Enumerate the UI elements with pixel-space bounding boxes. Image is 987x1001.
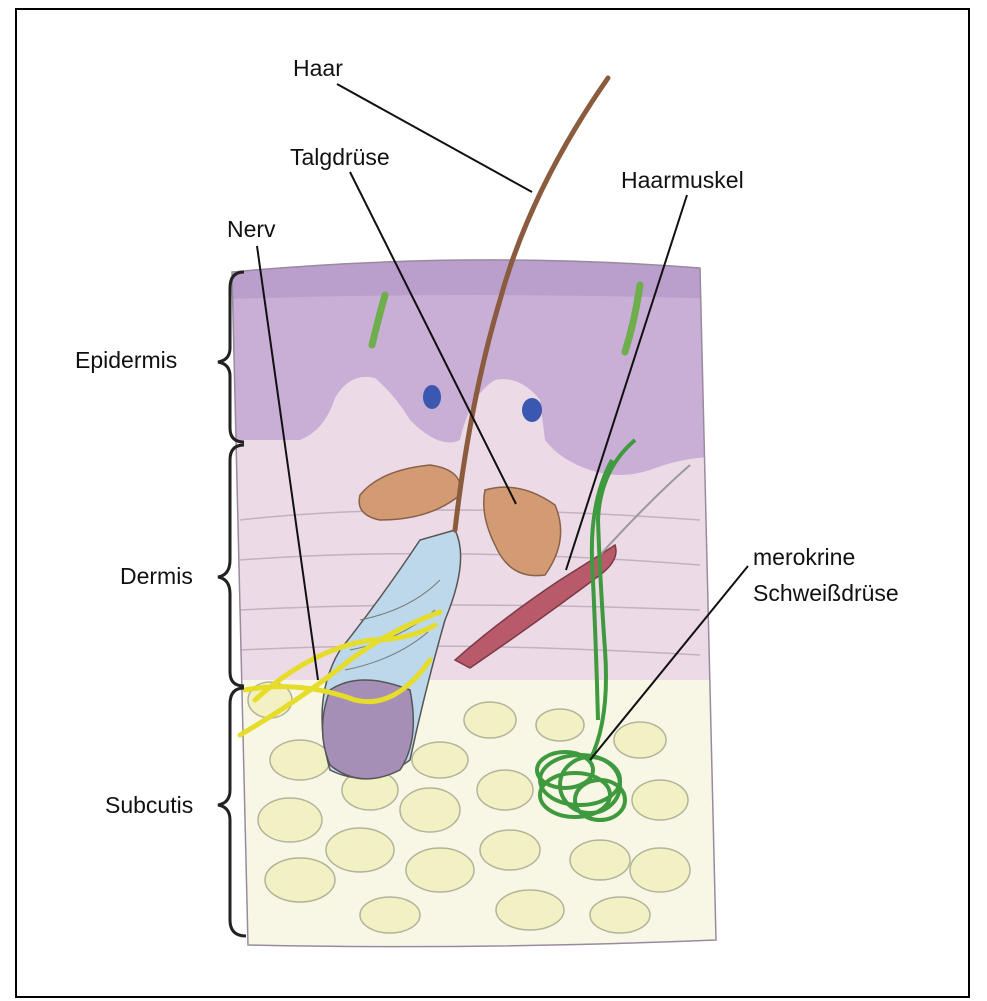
epidermis-top-band [200,255,760,300]
blood-vessel-left [423,385,441,409]
brace-subcutis [218,688,246,936]
label-hair-muscle: Haarmuskel [621,167,744,193]
leader-hair [337,84,532,192]
label-sweat-gland-line2: Schweißdrüse [753,580,899,606]
label-sweat-gland-line1: merokrine [753,544,855,570]
label-sebaceous-gland: Talgdrüse [290,144,390,170]
skin-block [200,250,760,960]
label-hair: Haar [293,55,343,81]
label-dermis: Dermis [120,563,193,589]
label-nerve: Nerv [227,216,276,242]
label-epidermis: Epidermis [75,347,177,373]
label-subcutis: Subcutis [105,792,193,818]
blood-vessel-right [522,398,542,422]
